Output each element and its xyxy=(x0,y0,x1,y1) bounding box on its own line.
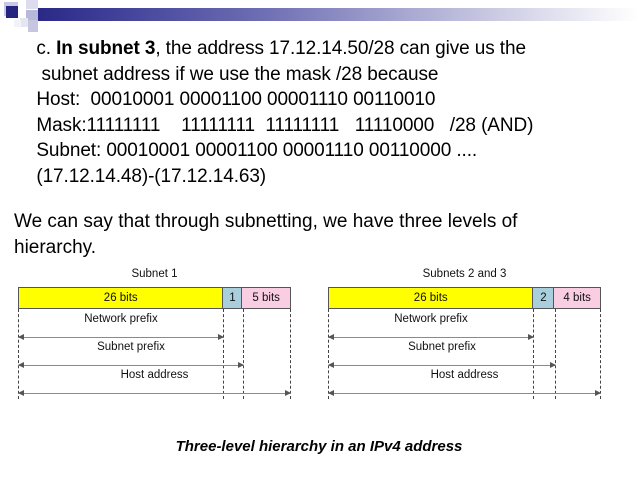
measure-network-prefix: Network prefix xyxy=(18,313,224,341)
deco-square xyxy=(26,10,38,21)
deco-square xyxy=(14,20,21,27)
measure-subnet-prefix: Subnet prefix xyxy=(328,341,556,369)
text-line: subnet address if we use the mask /28 be… xyxy=(26,62,622,88)
text-line-mask: Mask:11111111 11111111 11111111 11110000… xyxy=(26,113,622,139)
text-line: c. In subnet 3, the address 17.12.14.50/… xyxy=(26,36,622,62)
address-bar: 26 bits 2 4 bits xyxy=(328,287,601,309)
measure-host-address: Host address xyxy=(328,369,601,397)
slide-header-decoration xyxy=(0,0,638,34)
measure-arrow xyxy=(18,362,244,368)
deco-square xyxy=(20,18,28,27)
guide-line-start xyxy=(328,309,329,399)
segment-host-bits: 4 bits xyxy=(554,288,600,308)
guide-line-network-end xyxy=(533,309,534,399)
measure-network-prefix: Network prefix xyxy=(328,313,534,341)
segment-host-bits: 5 bits xyxy=(242,288,290,308)
measure-label: Subnet prefix xyxy=(408,341,476,353)
text-line-prefix: Mask:11111111 11111111 11111111 11110000… xyxy=(26,114,534,136)
guide-line-start xyxy=(18,309,19,399)
text-line-prefix: (17.12.14.48)-(17.12.14.63) xyxy=(26,165,267,187)
diagram-subnets-2-and-3: Subnets 2 and 3 26 bits 2 4 bits Network… xyxy=(328,268,601,399)
text-line-bold: In subnet 3 xyxy=(56,38,156,59)
measure-arrow xyxy=(18,334,224,340)
measure-arrow xyxy=(328,362,556,368)
hierarchy-paragraph-line1: We can say that through subnetting, we h… xyxy=(14,211,518,232)
guide-line-subnet-end xyxy=(555,309,556,399)
hierarchy-paragraph: We can say that through subnetting, we h… xyxy=(14,209,622,261)
measure-label: Network prefix xyxy=(84,313,158,325)
measure-arrow xyxy=(18,390,291,396)
measure-arrow xyxy=(328,334,534,340)
text-line-subnet: Subnet: 00010001 00001100 00001110 00110… xyxy=(26,138,622,164)
diagram-title: Subnet 1 xyxy=(131,268,178,280)
address-bar: 26 bits 1 5 bits xyxy=(18,287,291,309)
guide-line-network-end xyxy=(223,309,224,399)
measure-subnet-prefix: Subnet prefix xyxy=(18,341,244,369)
guide-line-subnet-end xyxy=(243,309,244,399)
measure-label: Network prefix xyxy=(394,313,468,325)
text-line-range: (17.12.14.48)-(17.12.14.63) xyxy=(26,164,622,190)
guide-line-end xyxy=(600,309,601,399)
text-line-suffix: , the address 17.12.14.50/28 can give us… xyxy=(155,38,526,59)
text-line-prefix: Subnet: 00010001 00001100 00001110 00110… xyxy=(26,140,478,161)
measure-label: Subnet prefix xyxy=(97,341,165,353)
hierarchy-paragraph-line2: hierarchy. xyxy=(14,237,97,258)
deco-square xyxy=(28,20,38,32)
segment-subnet-bits: 1 xyxy=(222,288,243,308)
text-line-prefix: c. xyxy=(26,38,57,59)
text-line-prefix: Host: 00010001 00001100 00001110 0011001… xyxy=(26,89,436,110)
segment-network-prefix: 26 bits xyxy=(329,288,533,308)
segment-subnet-bits: 2 xyxy=(532,288,555,308)
guide-line-end xyxy=(290,309,291,399)
measure-label: Host address xyxy=(430,369,499,381)
measure-label: Host address xyxy=(120,369,189,381)
header-gradient-bar xyxy=(38,8,638,21)
segment-network-prefix: 26 bits xyxy=(19,288,223,308)
measure-host-address: Host address xyxy=(18,369,291,397)
deco-square xyxy=(26,0,38,9)
measure-arrow xyxy=(328,390,601,396)
diagram-title: Subnets 2 and 3 xyxy=(422,268,507,280)
slide-text-block: c. In subnet 3, the address 17.12.14.50/… xyxy=(26,36,622,189)
text-line-prefix: subnet address if we use the mask /28 be… xyxy=(26,63,439,85)
diagram-subnet-1: Subnet 1 26 bits 1 5 bits Network prefix… xyxy=(18,268,291,399)
figure-caption: Three-level hierarchy in an IPv4 address xyxy=(175,438,463,455)
deco-square xyxy=(6,6,18,18)
text-line-host: Host: 00010001 00001100 00001110 0011001… xyxy=(26,87,622,113)
